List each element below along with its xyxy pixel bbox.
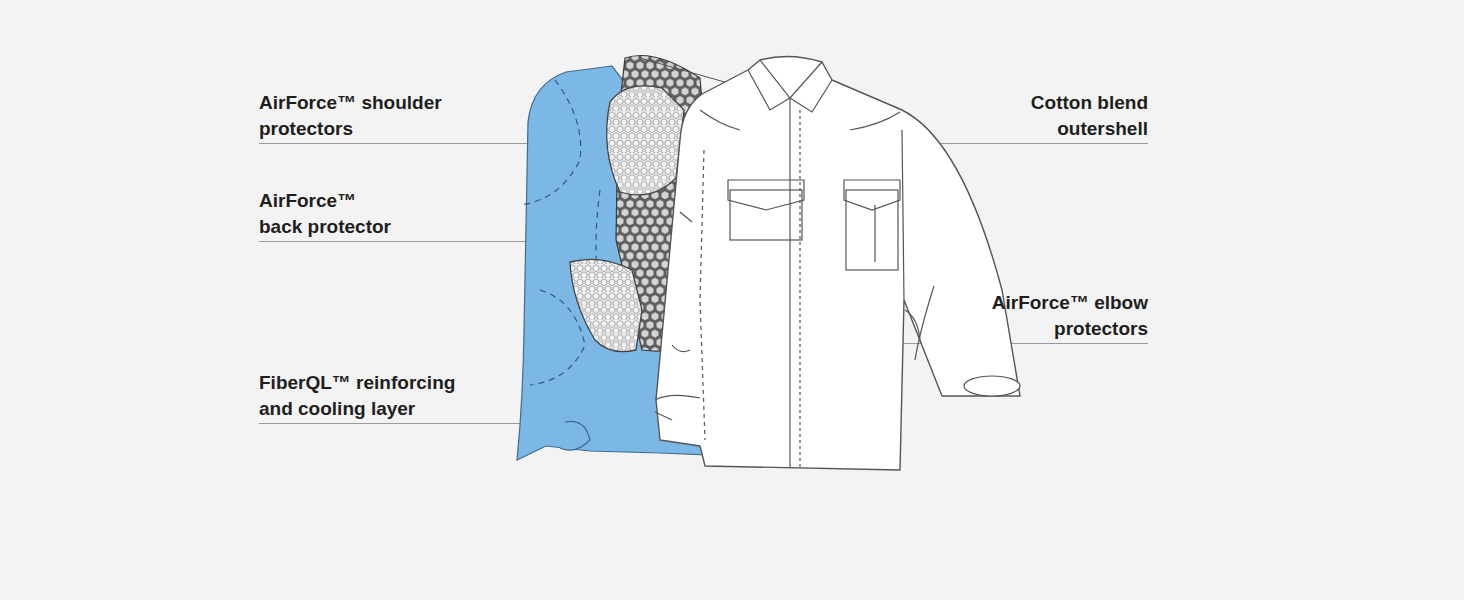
callout-label: AirForce™ back protector	[259, 188, 394, 240]
elbow-protector	[570, 259, 642, 351]
fiberql-seams	[520, 80, 605, 385]
shirt-details	[655, 60, 1020, 468]
callout-label: AirForce™ elbow protectors	[991, 290, 1148, 342]
callout-label: AirForce™ shoulder protectors	[259, 90, 442, 142]
blue-cuff	[560, 421, 590, 450]
shoulder-protector	[607, 86, 684, 195]
white-shirt	[656, 56, 1020, 470]
callout-label: Cotton blend outershell	[1027, 90, 1148, 142]
callout-label: FiberQL™ reinforcing and cooling layer	[259, 370, 459, 422]
